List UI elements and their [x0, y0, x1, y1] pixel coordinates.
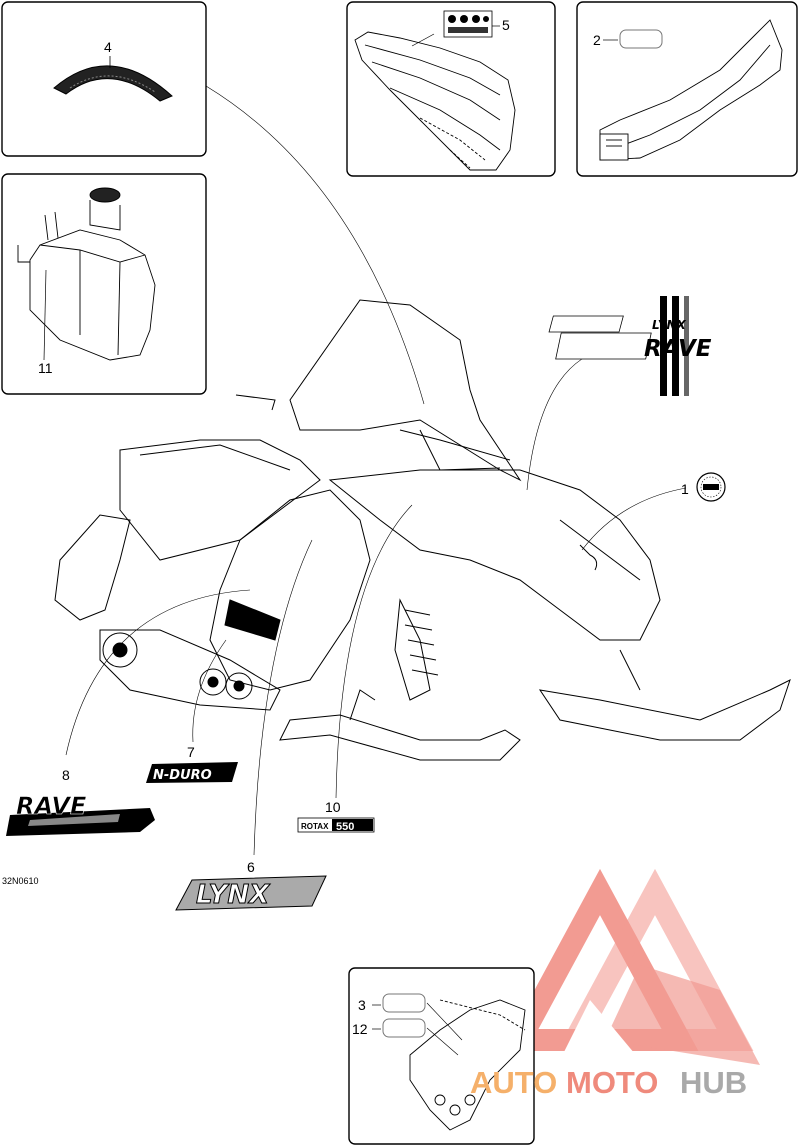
callout-10: 10	[325, 799, 341, 815]
decal-9-lynx-text: LYNX	[652, 318, 687, 332]
callout-11: 11	[38, 360, 53, 376]
drawing-code: 32N0610	[2, 876, 39, 886]
watermark-logo	[501, 868, 760, 1065]
inset-box-11	[1, 173, 207, 395]
watermark-auto: AUTO	[470, 1065, 557, 1100]
decal-6-lynx: LYNX	[175, 875, 327, 911]
decal-8-rave-stripe: RAVE	[6, 792, 155, 836]
inset-box-3-12	[348, 967, 535, 1145]
watermark-text: AUTO MOTO HUB	[470, 1065, 747, 1100]
decal-10-rotax-word: ROTAX	[301, 822, 329, 831]
decal-8-rave-text: RAVE	[16, 792, 87, 820]
callout-4: 4	[104, 39, 112, 55]
decal-10-rotax: ROTAX 550	[297, 817, 375, 833]
decal-6-lynx-text: LYNX	[196, 880, 271, 910]
rear-bumper-drawing	[409, 999, 526, 1131]
decal-10-rotax-num: 550	[336, 821, 354, 833]
tunnel-drawing	[599, 19, 783, 161]
inset-box-5	[346, 1, 556, 177]
warning-label-5	[443, 10, 493, 38]
callout-6: 6	[247, 859, 255, 875]
snowmobile-drawing	[54, 299, 791, 761]
decal-7-nduro: N-DURO	[146, 762, 238, 783]
decal-9-lynx-rave: LYNX RAVE	[548, 296, 712, 396]
callout-2: 2	[593, 32, 601, 48]
decal-9-rave-text: RAVE	[644, 336, 712, 362]
blank-decal-2	[619, 29, 663, 49]
decal-1-badge	[696, 472, 726, 502]
leader-lines	[65, 85, 687, 856]
callout-12: 12	[352, 1021, 368, 1037]
callout-8: 8	[62, 767, 70, 783]
decal-7-nduro-text: N-DURO	[153, 768, 212, 783]
callout-3: 3	[358, 997, 366, 1013]
callout-1: 1	[681, 481, 689, 497]
callout-7: 7	[187, 744, 195, 760]
watermark-hub: HUB	[680, 1065, 747, 1100]
callout-5: 5	[502, 17, 510, 33]
oil-tank-drawing	[17, 187, 156, 361]
blank-decal-3	[382, 993, 426, 1013]
decal-4-arc	[53, 65, 173, 102]
watermark-moto: MOTO	[566, 1065, 658, 1100]
blank-decal-12	[382, 1018, 426, 1038]
seat-drawing	[354, 31, 516, 171]
